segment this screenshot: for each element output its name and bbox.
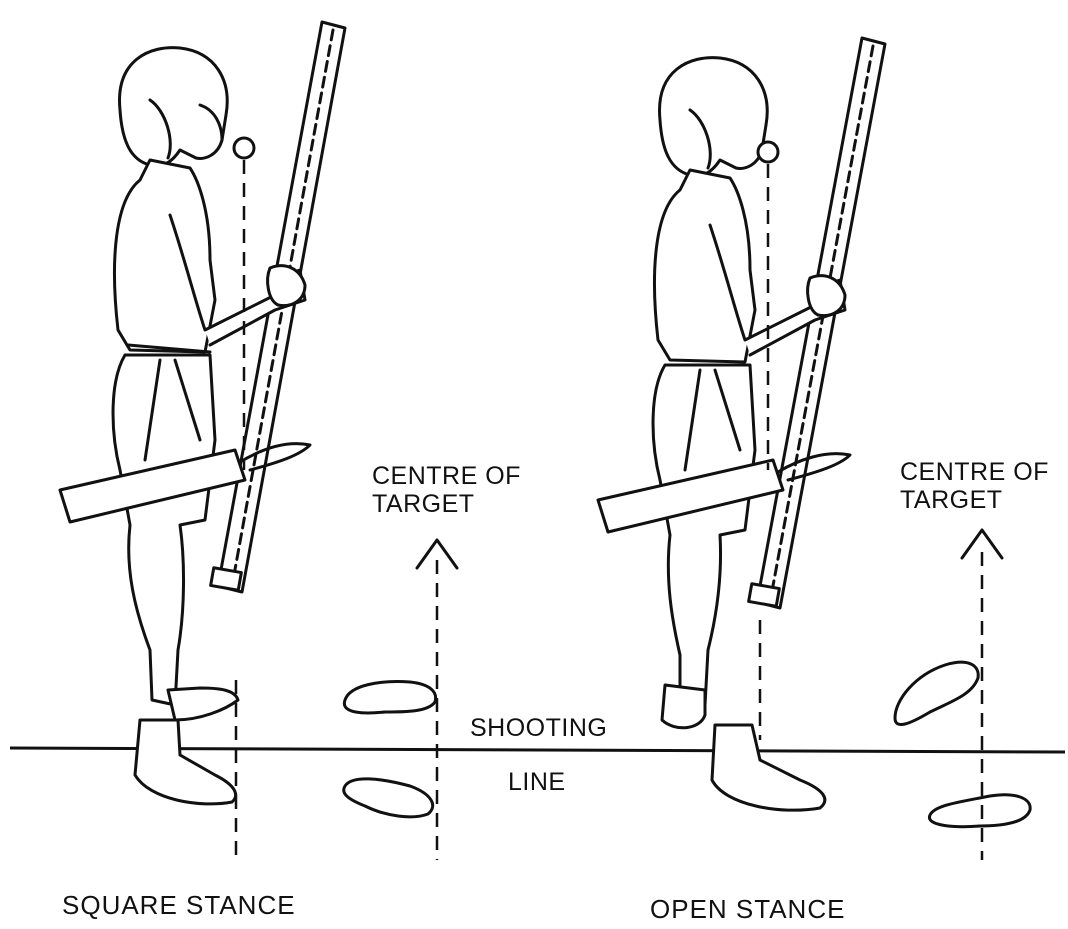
feet-right [662,685,825,810]
label-centre-of-target-left-line1: CENTRE OF [372,462,521,490]
legs-right [653,365,755,705]
label-centre-of-target-left-line2: TARGET [372,490,475,518]
caption-square-stance: SQUARE STANCE [62,890,296,920]
label-shooting: SHOOTING [470,714,607,742]
head-right [660,58,768,176]
bow-right [749,38,885,608]
torso-left [114,160,215,352]
label-centre-of-target-right-line2: TARGET [900,486,1003,514]
footprint-top-right [895,662,978,724]
nock-point-right [758,142,778,162]
archer-square-stance [60,22,345,860]
caption-open-stance: OPEN STANCE [650,894,845,924]
nock-point-left [234,138,254,158]
footprints-open [895,662,1030,826]
footprint-bottom-right [929,795,1030,827]
archer-open-stance [598,38,885,810]
footprint-bottom-left [344,779,433,817]
footprint-top-left [344,682,435,713]
legs-left [113,355,215,705]
feet-left [135,688,238,804]
label-line: LINE [508,768,566,796]
label-centre-of-target-right-line1: CENTRE OF [900,458,1049,486]
head-left [120,48,228,166]
torso-right [654,170,755,362]
